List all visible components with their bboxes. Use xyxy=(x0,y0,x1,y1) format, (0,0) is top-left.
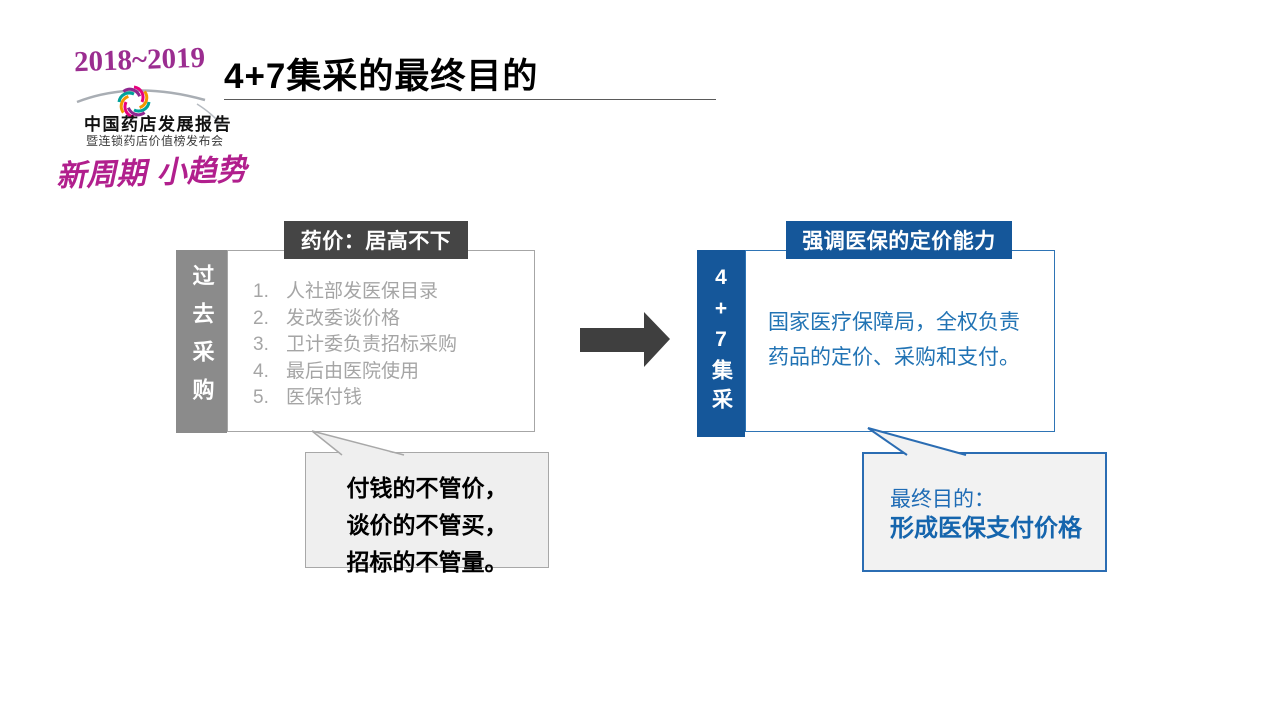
list-item: 2. 发改委谈价格 xyxy=(253,306,457,333)
right-callout-line2: 形成医保支付价格 xyxy=(890,515,1082,542)
right-body-text: 国家医疗保障局，全权负责 药品的定价、采购和支付。 xyxy=(768,306,1053,376)
logo-swoosh-arc xyxy=(76,89,206,104)
list-item: 1. 人社部发医保目录 xyxy=(253,279,457,306)
list-item-number: 5. xyxy=(253,387,269,408)
list-item: 5. 医保付钱 xyxy=(253,385,457,412)
right-callout-tail-outline xyxy=(867,427,967,456)
left-callout: 付钱的不管价， 谈价的不管买， 招标的不管量。 xyxy=(305,452,549,575)
left-numbered-list: 1. 人社部发医保目录 2. 发改委谈价格 3. 卫计委负责招标采购 4. 最后… xyxy=(253,279,457,412)
left-callout-line: 谈价的不管买， xyxy=(346,512,508,538)
left-side-bar-label: 过去采购 xyxy=(189,264,215,416)
list-item-text: 卫计委负责招标采购 xyxy=(286,334,458,355)
logo-pinwheel-icon xyxy=(117,85,151,119)
list-item-number: 3. xyxy=(253,334,269,355)
logo-swoosh-tail xyxy=(196,103,223,127)
logo-report-subtitle: 暨连锁药店价值榜发布会 xyxy=(86,134,224,148)
list-item-text: 人社部发医保目录 xyxy=(286,281,439,302)
right-callout-line1: 最终目的： xyxy=(890,488,995,511)
right-callout: 最终目的： 形成医保支付价格 xyxy=(862,452,1107,572)
list-item-text: 发改委谈价格 xyxy=(286,307,401,329)
logo-slogan: 新周期 小趋势 xyxy=(55,152,248,195)
list-item: 3. 卫计委负责招标采购 xyxy=(253,332,457,359)
page-title: 4+7集采的最终目的 xyxy=(224,57,539,96)
list-item-text: 医保付钱 xyxy=(286,387,363,408)
list-item: 4. 最后由医院使用 xyxy=(253,359,457,386)
arrow-right-icon xyxy=(580,312,670,367)
right-side-bar: 4+7集采 xyxy=(697,250,745,437)
right-body-line: 药品的定价、采购和支付。 xyxy=(768,346,1020,369)
left-tag-header: 药价：居高不下 xyxy=(284,221,468,259)
right-side-bar-label: 4+7集采 xyxy=(709,266,733,417)
list-item-number: 2. xyxy=(253,307,269,329)
logo-report-title: 中国药店发展报告 xyxy=(84,115,232,134)
title-underline xyxy=(224,99,716,100)
list-item-number: 4. xyxy=(253,360,269,382)
list-item-number: 1. xyxy=(253,281,269,302)
left-callout-line: 付钱的不管价， xyxy=(346,475,508,501)
right-content-box xyxy=(745,250,1055,432)
right-body-line: 国家医疗保障局，全权负责 xyxy=(768,311,1020,334)
right-tag-header: 强调医保的定价能力 xyxy=(786,221,1012,259)
logo-swirl-icon xyxy=(76,85,223,127)
left-callout-line: 招标的不管量。 xyxy=(346,549,508,575)
list-item-text: 最后由医院使用 xyxy=(286,360,420,382)
left-content-box xyxy=(227,250,535,432)
left-side-bar: 过去采购 xyxy=(176,250,227,433)
